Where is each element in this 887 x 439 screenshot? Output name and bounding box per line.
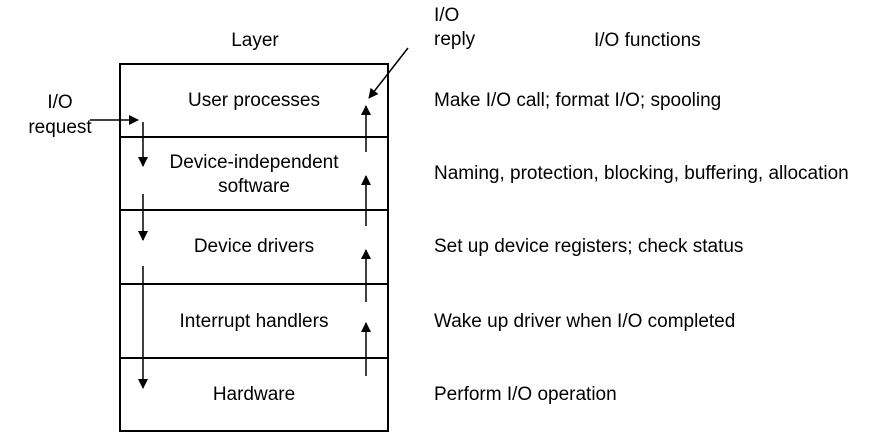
layer-stack-frame — [119, 63, 389, 432]
function-hardware: Perform I/O operation — [434, 384, 617, 405]
layer-name-hardware: Hardware — [212, 384, 296, 405]
layer-name-device-drivers: Device drivers — [193, 236, 315, 257]
layer-name-user-processes: User processes — [188, 90, 320, 111]
function-user-processes: Make I/O call; format I/O; spooling — [434, 90, 722, 111]
layer-column-header: Layer — [231, 30, 279, 51]
layer-name-interrupt-handlers: Interrupt handlers — [179, 311, 329, 332]
function-device-independent-software: Naming, protection, blocking, buffering,… — [434, 163, 849, 184]
layer-name-device-independent-software: Device-independent software — [169, 152, 339, 197]
functions-column-header: I/O functions — [594, 30, 701, 51]
reply-exit-arrow — [368, 47, 409, 99]
function-interrupt-handlers: Wake up driver when I/O completed — [434, 311, 736, 332]
function-device-drivers: Set up device registers; check status — [434, 236, 744, 257]
reply-label: I/O reply — [434, 5, 476, 50]
request-label: I/O request — [28, 92, 92, 138]
